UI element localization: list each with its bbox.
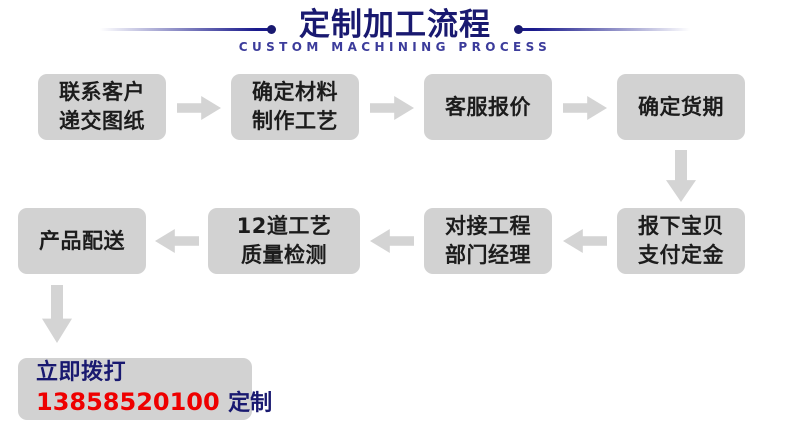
flow-step-confirm-delivery-date[interactable]: 确定货期 [617,74,745,140]
flow-step-confirm-material[interactable]: 确定材料 制作工艺 [231,74,359,140]
flow-step-contact-customer[interactable]: 联系客户 递交图纸 [38,74,166,140]
flow-step-line: 确定材料 [252,80,338,104]
call-to-action-box[interactable]: 立即拨打 13858520100 定制 [18,358,272,420]
flow-step-line: 12道工艺 [236,214,332,238]
header-dot-left-icon [267,25,276,34]
cta-phone-row: 13858520100 定制 [36,387,272,419]
arrow-left-icon [370,229,414,253]
flow-step-service-quote[interactable]: 客服报价 [424,74,552,140]
flow-step-line: 对接工程 [445,214,531,238]
arrow-down-icon [42,285,72,343]
flow-step-line: 部门经理 [445,243,531,267]
arrow-left-icon [563,229,607,253]
flow-step-line: 递交图纸 [59,109,145,133]
flow-step-line: 确定货期 [638,94,724,119]
header-rule-left-icon [100,28,270,31]
flow-step-line: 制作工艺 [252,109,338,133]
flow-step-engineering-manager[interactable]: 对接工程 部门经理 [424,208,552,274]
page-title: 定制加工流程 [299,7,491,43]
arrow-right-icon [563,96,607,120]
arrow-down-icon [666,150,696,202]
header: 定制加工流程 CUSTOM MACHINING PROCESS [0,0,790,62]
flow-step-product-delivery[interactable]: 产品配送 [18,208,146,274]
cta-phone-suffix: 定制 [228,391,273,416]
flow-step-line: 质量检测 [241,243,327,267]
header-rule-right-icon [520,28,690,31]
flow-step-line: 产品配送 [39,228,125,253]
flow-step-line: 报下宝贝 [638,214,724,238]
flow-step-quality-inspection[interactable]: 12道工艺 质量检测 [208,208,360,274]
flow-step-line: 支付定金 [638,243,724,267]
arrow-left-icon [155,229,199,253]
cta-phone-number[interactable]: 13858520100 [36,388,220,416]
cta-call-now-label: 立即拨打 [36,360,127,385]
flow-step-place-order-deposit[interactable]: 报下宝贝 支付定金 [617,208,745,274]
header-dot-right-icon [514,25,523,34]
arrow-right-icon [177,96,221,120]
arrow-right-icon [370,96,414,120]
flow-step-line: 联系客户 [59,80,145,104]
flow-step-line: 客服报价 [445,94,531,119]
page-subtitle: CUSTOM MACHINING PROCESS [238,40,552,54]
